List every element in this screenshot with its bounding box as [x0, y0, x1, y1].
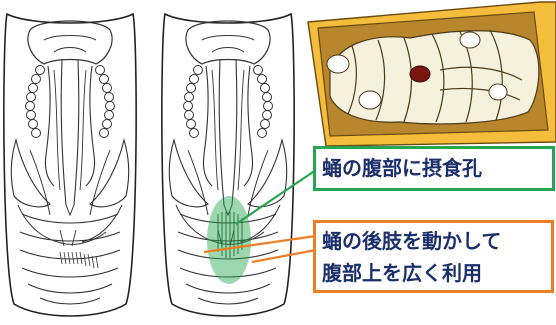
feeding-hole-callout: 蛹の腹部に摂食孔	[313, 146, 555, 191]
pupa-illustration-right	[162, 14, 294, 316]
feeding-area-highlight	[207, 196, 251, 284]
brood-cell-illustration	[308, 2, 556, 146]
hind-leg-callout-line1: 蛹の後肢を動かして	[322, 225, 551, 257]
pupa-illustration-left	[4, 14, 136, 316]
hind-leg-callout-line2: 腹部上を広く利用	[322, 257, 551, 289]
hind-leg-callout: 蛹の後肢を動かして 腹部上を広く利用	[313, 220, 554, 293]
varroa-mite-icon	[410, 66, 430, 82]
